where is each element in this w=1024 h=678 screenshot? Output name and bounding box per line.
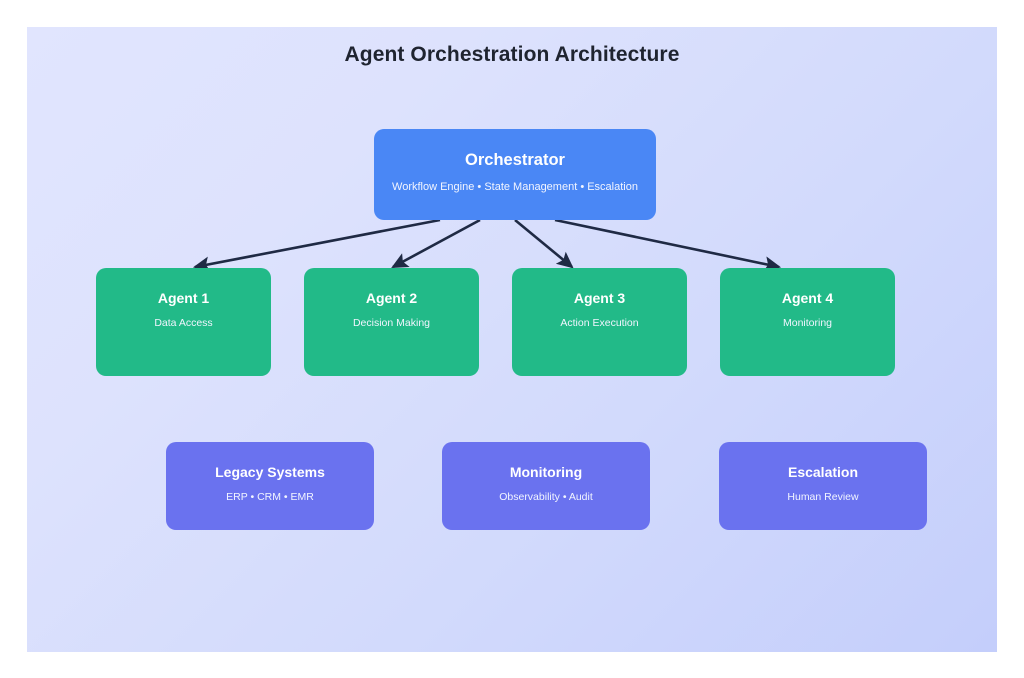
- node-legacy-systems-title: Legacy Systems: [215, 464, 325, 480]
- node-monitoring[interactable]: Monitoring Observability • Audit: [442, 442, 650, 530]
- node-monitoring-subtitle: Observability • Audit: [499, 490, 593, 503]
- node-agent-1-title: Agent 1: [157, 290, 210, 306]
- node-agent-4-subtitle: Monitoring: [782, 316, 833, 329]
- connector-orchestrator-agent-4: [554, 218, 782, 272]
- node-escalation-subtitle: Human Review: [787, 490, 859, 503]
- connector-orchestrator-agent-3: [514, 218, 574, 269]
- node-orchestrator[interactable]: Orchestrator Workflow Engine • State Man…: [374, 129, 656, 220]
- node-agent-4-title: Agent 4: [781, 290, 834, 306]
- node-agent-1[interactable]: Agent 1 Data Access: [96, 268, 271, 376]
- connector-orchestrator-agent-1: [192, 218, 441, 272]
- node-legacy-systems-subtitle: ERP • CRM • EMR: [226, 490, 314, 503]
- page-title: Agent Orchestration Architecture: [344, 43, 680, 66]
- node-agent-4[interactable]: Agent 4 Monitoring: [720, 268, 895, 376]
- node-agent-1-subtitle: Data Access: [154, 316, 213, 329]
- diagram-canvas: Agent Orchestration Architecture Orchest…: [27, 27, 997, 652]
- node-agent-3[interactable]: Agent 3 Action Execution: [512, 268, 687, 376]
- node-agent-3-title: Agent 3: [573, 290, 626, 306]
- node-escalation-title: Escalation: [787, 464, 859, 480]
- node-orchestrator-subtitle: Workflow Engine • State Management • Esc…: [392, 180, 638, 193]
- node-monitoring-title: Monitoring: [509, 464, 583, 480]
- node-agent-3-subtitle: Action Execution: [560, 316, 639, 329]
- node-agent-2-subtitle: Decision Making: [352, 316, 431, 329]
- node-agent-2-title: Agent 2: [365, 290, 418, 306]
- node-legacy-systems[interactable]: Legacy Systems ERP • CRM • EMR: [166, 442, 374, 530]
- connector-orchestrator-agent-2: [391, 218, 481, 269]
- node-orchestrator-title: Orchestrator: [465, 151, 565, 169]
- node-agent-2[interactable]: Agent 2 Decision Making: [304, 268, 479, 376]
- node-escalation[interactable]: Escalation Human Review: [719, 442, 927, 530]
